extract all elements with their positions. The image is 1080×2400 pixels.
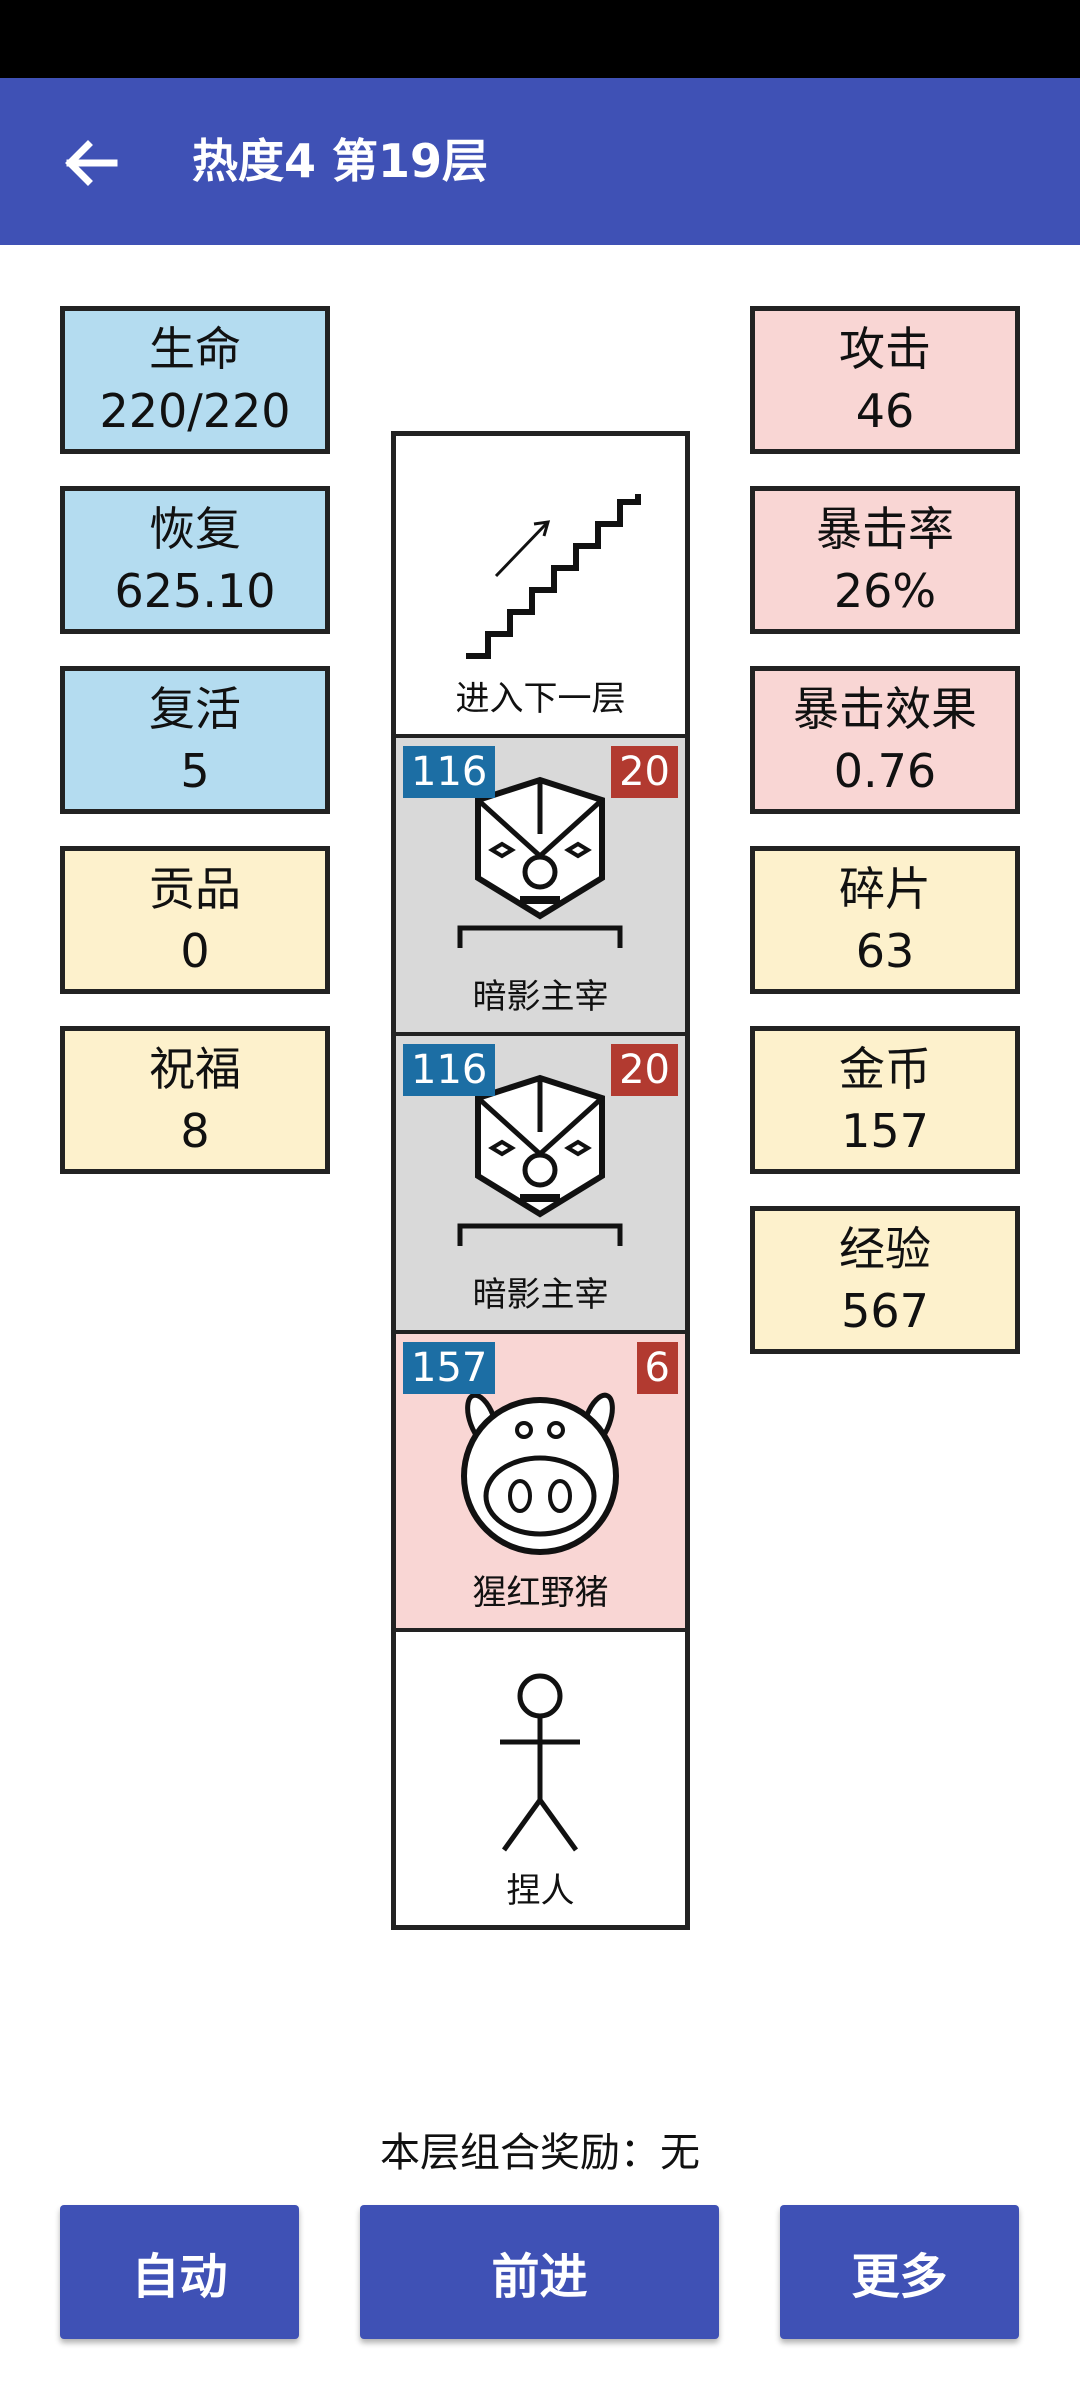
stat-value: 625.10	[114, 564, 276, 618]
page-title: 热度4 第19层	[192, 134, 489, 188]
enemy-attack-badge: 20	[611, 1044, 678, 1096]
stat-label: 贡品	[149, 862, 241, 916]
stat-value: 5	[180, 744, 210, 798]
tower-cell-enemy[interactable]: 157 6 猩红野猪	[396, 1330, 685, 1628]
stat-exp: 经验 567	[750, 1206, 1020, 1354]
boar-face-icon	[461, 1392, 619, 1555]
arrow-left-icon	[65, 140, 118, 186]
floor-bonus-text: 本层组合奖励：无	[380, 2130, 700, 2176]
tower-cell-enemy[interactable]: 116 20 暗影主宰	[396, 1032, 685, 1330]
enemy-hp-badge: 116	[403, 1044, 496, 1096]
stat-revive: 复活 5	[60, 666, 330, 814]
tower-cell-enemy[interactable]: 116 20 暗影主宰	[396, 734, 685, 1032]
app-bar: 热度4 第19层	[0, 78, 1080, 245]
cell-name: 进入下一层	[455, 679, 626, 719]
stat-regen: 恢复 625.10	[60, 486, 330, 634]
stat-tribute: 贡品 0	[60, 846, 330, 994]
tower-cell-stairs[interactable]: 进入下一层	[396, 436, 685, 734]
stat-value: 0.76	[833, 744, 937, 798]
stat-crit-rate: 暴击率 26%	[750, 486, 1020, 634]
more-button[interactable]: 更多	[780, 2205, 1019, 2339]
stat-blessing: 祝福 8	[60, 1026, 330, 1174]
stat-label: 生命	[149, 322, 241, 376]
stat-attack: 攻击 46	[750, 306, 1020, 454]
enemy-hp-badge: 116	[403, 746, 496, 798]
forward-button[interactable]: 前进	[360, 2205, 719, 2339]
back-button[interactable]	[40, 118, 140, 208]
stat-label: 祝福	[149, 1042, 241, 1096]
enemy-hp-badge: 157	[403, 1342, 496, 1394]
stat-label: 暴击率	[816, 502, 954, 556]
stat-value: 157	[841, 1104, 929, 1158]
stat-value: 26%	[833, 564, 937, 618]
shadow-lord-mask-icon	[457, 776, 623, 948]
stat-label: 攻击	[839, 322, 931, 376]
stat-label: 复活	[149, 682, 241, 736]
auto-button[interactable]: 自动	[60, 2205, 299, 2339]
stat-label: 暴击效果	[793, 682, 977, 736]
stat-label: 恢复	[149, 502, 241, 556]
stat-label: 经验	[839, 1222, 931, 1276]
stat-life: 生命 220/220	[60, 306, 330, 454]
stairs-icon	[466, 494, 641, 659]
stat-value: 8	[180, 1104, 210, 1158]
stat-label: 碎片	[839, 862, 931, 916]
stat-label: 金币	[839, 1042, 931, 1096]
cell-name: 暗影主宰	[472, 977, 609, 1017]
stat-gold: 金币 157	[750, 1026, 1020, 1174]
stat-crit-effect: 暴击效果 0.76	[750, 666, 1020, 814]
stick-figure-icon	[500, 1673, 580, 1852]
stat-value: 220/220	[99, 384, 291, 438]
cell-name: 暗影主宰	[472, 1275, 609, 1315]
shadow-lord-mask-icon	[457, 1074, 623, 1246]
stat-value: 63	[855, 924, 915, 978]
enemy-attack-badge: 6	[636, 1342, 678, 1394]
stat-shards: 碎片 63	[750, 846, 1020, 994]
tower-column: 进入下一层 116 20 暗影主宰 116 20 暗影主宰	[391, 431, 690, 1930]
cell-name: 猩红野猪	[472, 1573, 609, 1613]
stat-value: 46	[855, 384, 915, 438]
enemy-attack-badge: 20	[611, 746, 678, 798]
tower-cell-player[interactable]: 捏人	[396, 1628, 685, 1926]
stat-value: 567	[841, 1284, 929, 1338]
stat-value: 0	[180, 924, 210, 978]
status-bar	[0, 0, 1080, 78]
cell-name: 捏人	[506, 1871, 575, 1911]
